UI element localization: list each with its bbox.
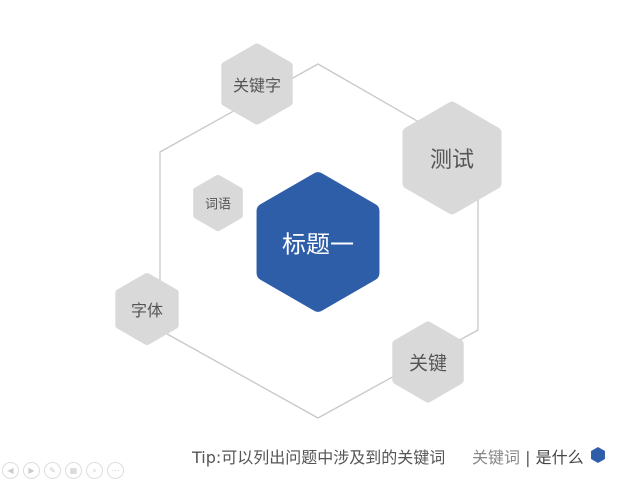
keyword-caption: 关键词 | 是什么 bbox=[472, 444, 584, 468]
slides-icon[interactable]: ▦ bbox=[65, 462, 82, 479]
hex-node-test bbox=[402, 101, 502, 215]
hex-node-font bbox=[115, 273, 179, 345]
more-icon[interactable]: ⋯ bbox=[107, 462, 124, 479]
keyword-label: 关键词 bbox=[472, 448, 521, 467]
slide-nav: ◀ ▶ ✎ ▦ ⌕ ⋯ bbox=[2, 462, 124, 479]
what-label: 是什么 bbox=[535, 448, 584, 467]
node-test: 测试 bbox=[429, 148, 475, 173]
hex-node-keyword-char bbox=[221, 43, 293, 125]
node-font: 字体 bbox=[130, 301, 164, 320]
next-icon[interactable]: ▶ bbox=[23, 462, 40, 479]
hex-node-words bbox=[193, 174, 243, 232]
tip-text: Tip:可以列出问题中涉及到的关键词 bbox=[192, 448, 446, 467]
hex-center bbox=[256, 172, 380, 312]
hex-node-key bbox=[392, 321, 464, 403]
zoom-icon[interactable]: ⌕ bbox=[86, 462, 103, 479]
prev-icon[interactable]: ◀ bbox=[2, 462, 19, 479]
node-words: 词语 bbox=[204, 197, 232, 213]
pen-icon[interactable]: ✎ bbox=[44, 462, 61, 479]
separator: | bbox=[525, 448, 531, 467]
hex-bullet-icon bbox=[591, 447, 605, 463]
node-key: 关键 bbox=[408, 352, 448, 375]
node-keyword-char: 关键字 bbox=[232, 76, 282, 95]
center-title: 标题一 bbox=[282, 230, 354, 259]
